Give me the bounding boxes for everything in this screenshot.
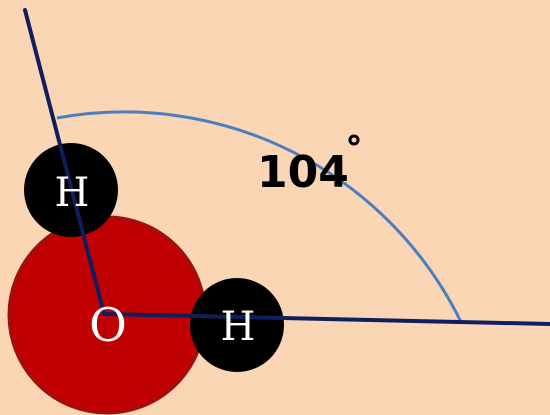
degree-symbol: ˚ [344, 133, 364, 180]
oxygen-label: O [89, 298, 127, 352]
bond-line-upper [23, 8, 106, 316]
angle-arc [56, 110, 463, 323]
hydrogen-right-label: H [221, 304, 256, 350]
bond-line-right [102, 312, 550, 326]
hydrogen-atom-right [190, 278, 284, 372]
hydrogen-top-label: H [55, 170, 90, 216]
angle-value-label: 104 [257, 147, 349, 198]
